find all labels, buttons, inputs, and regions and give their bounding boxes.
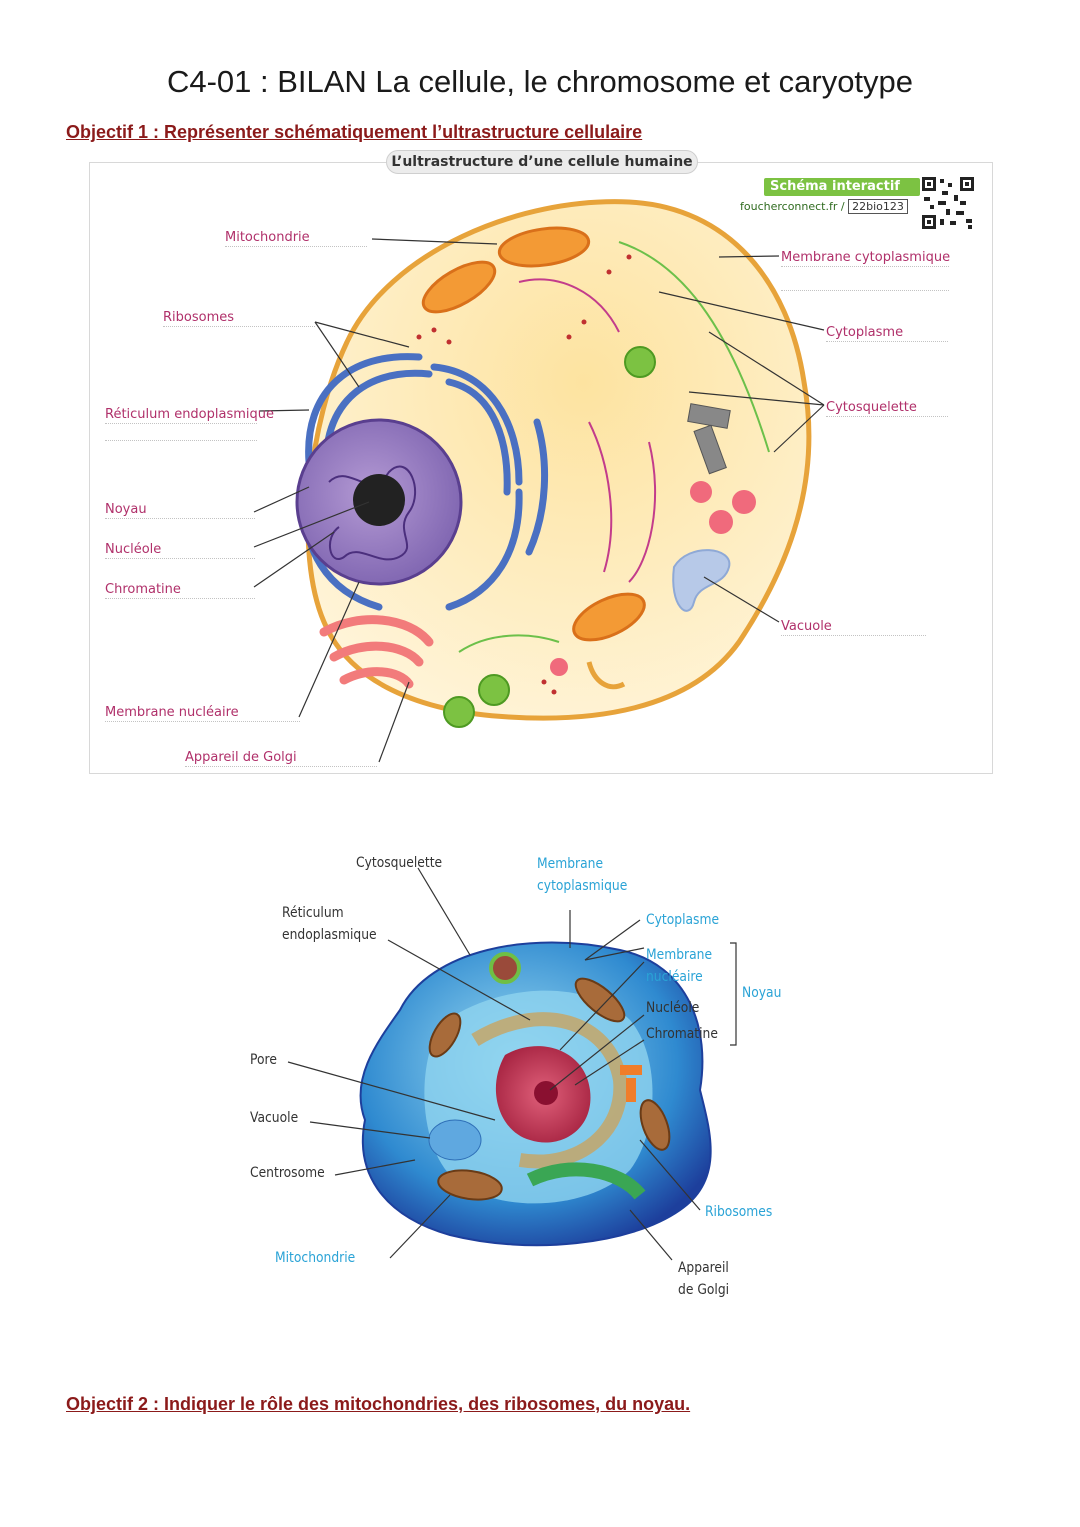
label3d-vacuole: Vacuole [250, 1110, 299, 1126]
label-cytoplasme: Cytoplasme [826, 325, 904, 340]
label-reticulum: Réticulum endoplasmique [105, 407, 274, 422]
label-line-nucleole: Nucléole [105, 540, 255, 559]
endoplasmic-reticulum [299, 353, 549, 611]
label-noyau: Noyau [105, 502, 147, 517]
ribosomes-dots [416, 254, 632, 695]
vesicles-green [443, 346, 656, 728]
centrosome-3d [620, 1065, 642, 1102]
label-membrane-cytoplasmique: Membrane cytoplasmique [781, 250, 951, 265]
lysosomes [550, 481, 756, 676]
label3d-membrane-nuc-1: Membrane [646, 947, 713, 963]
noyau-bracket [730, 942, 737, 1046]
label-cytosquelette: Cytosquelette [826, 400, 917, 415]
site-text: foucherconnect.fr / [740, 200, 845, 213]
label-mitochondrie: Mitochondrie [225, 230, 310, 245]
access-code: 22bio123 [848, 199, 908, 214]
cell-3d-illustration [287, 867, 737, 1261]
cell-illustration [253, 199, 825, 763]
label-line-cytoplasme: Cytoplasme [826, 323, 948, 342]
blank-line [105, 440, 257, 441]
label-ribosomes: Ribosomes [163, 310, 235, 325]
objective-1-heading: Objectif 1 : Représenter schématiquement… [66, 122, 643, 142]
blank-line [781, 290, 949, 291]
vacuole [672, 549, 731, 612]
mitochondria-3d [428, 977, 671, 1201]
green-vesicle-3d [489, 952, 521, 984]
label3d-reticulum-1: Réticulum [282, 905, 344, 921]
label3d-membrane-cyto-1: Membrane [537, 856, 604, 872]
label-line-reticulum: Réticulum endoplasmique [105, 405, 274, 424]
label3d-ribosomes: Ribosomes [705, 1204, 773, 1220]
cytoskeleton [458, 241, 770, 653]
vacuole-3d [428, 1119, 482, 1161]
label-vacuole: Vacuole [781, 619, 832, 634]
nucleolus-3d [534, 1081, 558, 1105]
label-nucleole: Nucléole [105, 542, 162, 557]
mitochondria [421, 226, 646, 642]
label-line-noyau: Noyau [105, 500, 255, 519]
label-line-chromatine: Chromatine [105, 580, 255, 599]
qr-code-icon[interactable] [920, 175, 976, 231]
label3d-cytosquelette: Cytosquelette [356, 855, 443, 871]
leader-lines-3d [287, 867, 701, 1261]
label-line-ribosomes: Ribosomes [163, 308, 315, 327]
label-line-mitochondrie: Mitochondrie [225, 228, 367, 247]
label-membrane-nucleaire: Membrane nucléaire [105, 705, 239, 720]
page-title: C4-01 : BILAN La cellule, le chromosome … [166, 64, 914, 99]
er-3d [471, 1012, 628, 1169]
label-line-cytosquelette: Cytosquelette [826, 398, 948, 417]
label3d-cytoplasme: Cytoplasme [646, 912, 720, 928]
interactive-schema-badge[interactable]: Schéma interactif [764, 178, 920, 196]
label3d-pore: Pore [250, 1052, 277, 1068]
label-line-vacuole: Vacuole [781, 617, 926, 636]
label-line-membrane-nucleaire: Membrane nucléaire [105, 703, 300, 722]
label3d-golgi-2: de Golgi [678, 1282, 730, 1298]
label3d-noyau: Noyau [742, 985, 782, 1001]
nucleolus [353, 474, 405, 526]
label3d-golgi-1: Appareil [678, 1260, 729, 1276]
label3d-chromatine: Chromatine [646, 1026, 718, 1042]
label3d-reticulum-2: endoplasmique [282, 927, 377, 943]
label3d-mitochondrie: Mitochondrie [275, 1250, 356, 1266]
label-chromatine: Chromatine [105, 582, 181, 597]
label-line-membrane-cyto: Membrane cytoplasmique [781, 248, 951, 267]
objective-2-heading: Objectif 2 : Indiquer le rôle des mitoch… [66, 1394, 691, 1414]
label3d-nucleole: Nucléole [646, 1000, 700, 1016]
golgi-apparatus [319, 615, 434, 689]
label3d-centrosome: Centrosome [250, 1165, 325, 1181]
golgi-3d [526, 1162, 646, 1200]
leader-lines [253, 238, 825, 763]
diagram-caption: L’ultrastructure d’une cellule humaine [386, 150, 698, 174]
publisher-site[interactable]: foucherconnect.fr / 22bio123 [740, 199, 908, 214]
label-line-golgi: Appareil de Golgi [185, 748, 377, 767]
label3d-membrane-nuc-2: nucléaire [646, 969, 703, 985]
label3d-membrane-cyto-2: cytoplasmique [537, 878, 628, 894]
label-golgi: Appareil de Golgi [185, 750, 297, 765]
centrosome [687, 403, 731, 475]
